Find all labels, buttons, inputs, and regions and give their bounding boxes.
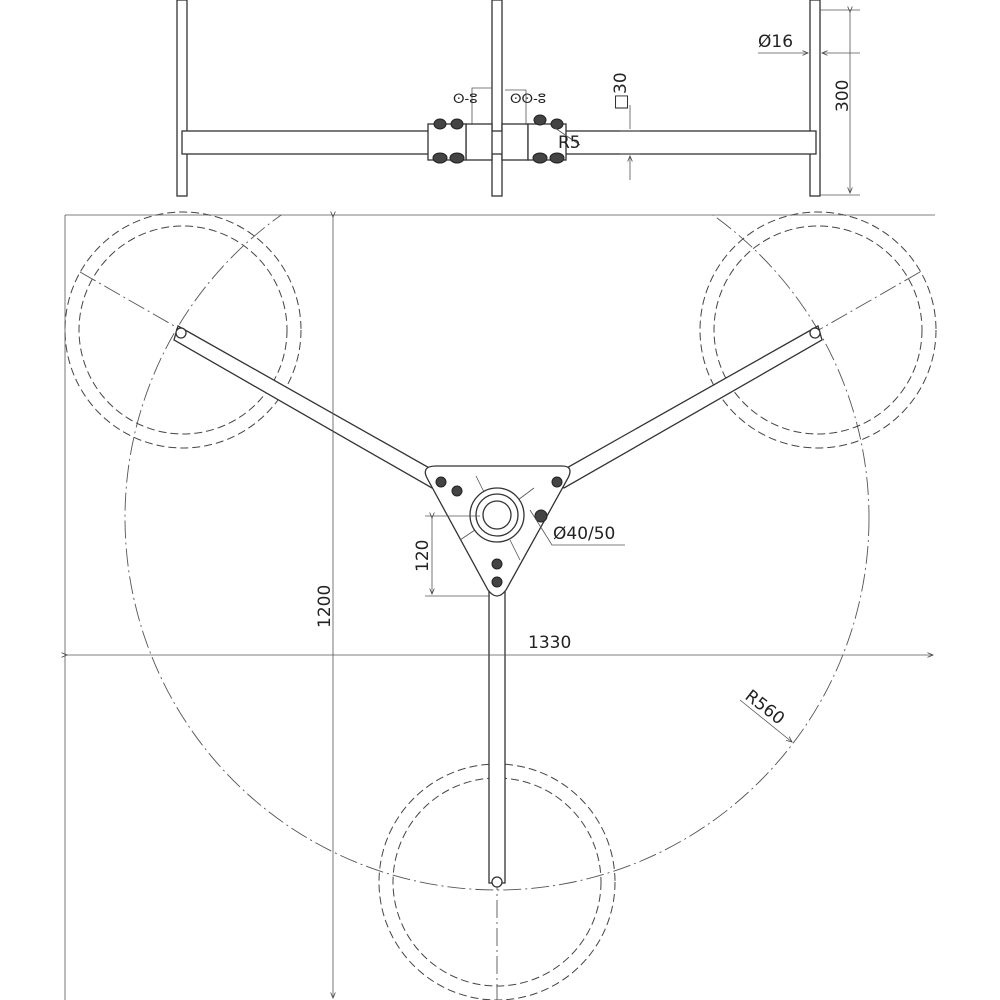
pipe-clamp bbox=[459, 475, 535, 561]
clamp-diameter-label: Ø40/50 bbox=[553, 524, 615, 544]
center-clamp: ⵙ-ⵓ ⵙⵙ-ⵓ bbox=[427, 87, 567, 164]
horizontal-tube bbox=[181, 130, 817, 155]
radius-leader bbox=[739, 699, 792, 742]
radius-label: R560 bbox=[741, 686, 788, 729]
arm-bottom bbox=[488, 584, 506, 884]
svg-text:ⵙⵙ-ⵓ: ⵙⵙ-ⵓ bbox=[510, 92, 546, 107]
post-left bbox=[176, 0, 188, 197]
bend-radius-label: R5 bbox=[558, 133, 581, 153]
height-label: 300 bbox=[833, 80, 853, 112]
rod-diameter-label: Ø16 bbox=[758, 32, 793, 52]
side-view: ⵙ-ⵓ ⵙⵙ-ⵓ 300 Ø16 □30 R5 bbox=[176, 0, 860, 197]
arm-right bbox=[555, 325, 823, 489]
tube-section-label: □30 bbox=[611, 72, 631, 110]
radius-circle bbox=[124, 215, 870, 891]
width-label: 1330 bbox=[528, 633, 571, 653]
plan-view: 1200 1330 120 Ø40/50 R560 bbox=[65, 146, 937, 1000]
offset-label: 120 bbox=[413, 540, 433, 572]
post-center bbox=[491, 0, 503, 197]
height-extension-lines bbox=[820, 9, 860, 196]
svg-text:ⵙ-ⵓ: ⵙ-ⵓ bbox=[453, 92, 477, 107]
post-right bbox=[809, 0, 821, 197]
arm-left bbox=[173, 325, 441, 489]
depth-label: 1200 bbox=[315, 585, 335, 628]
